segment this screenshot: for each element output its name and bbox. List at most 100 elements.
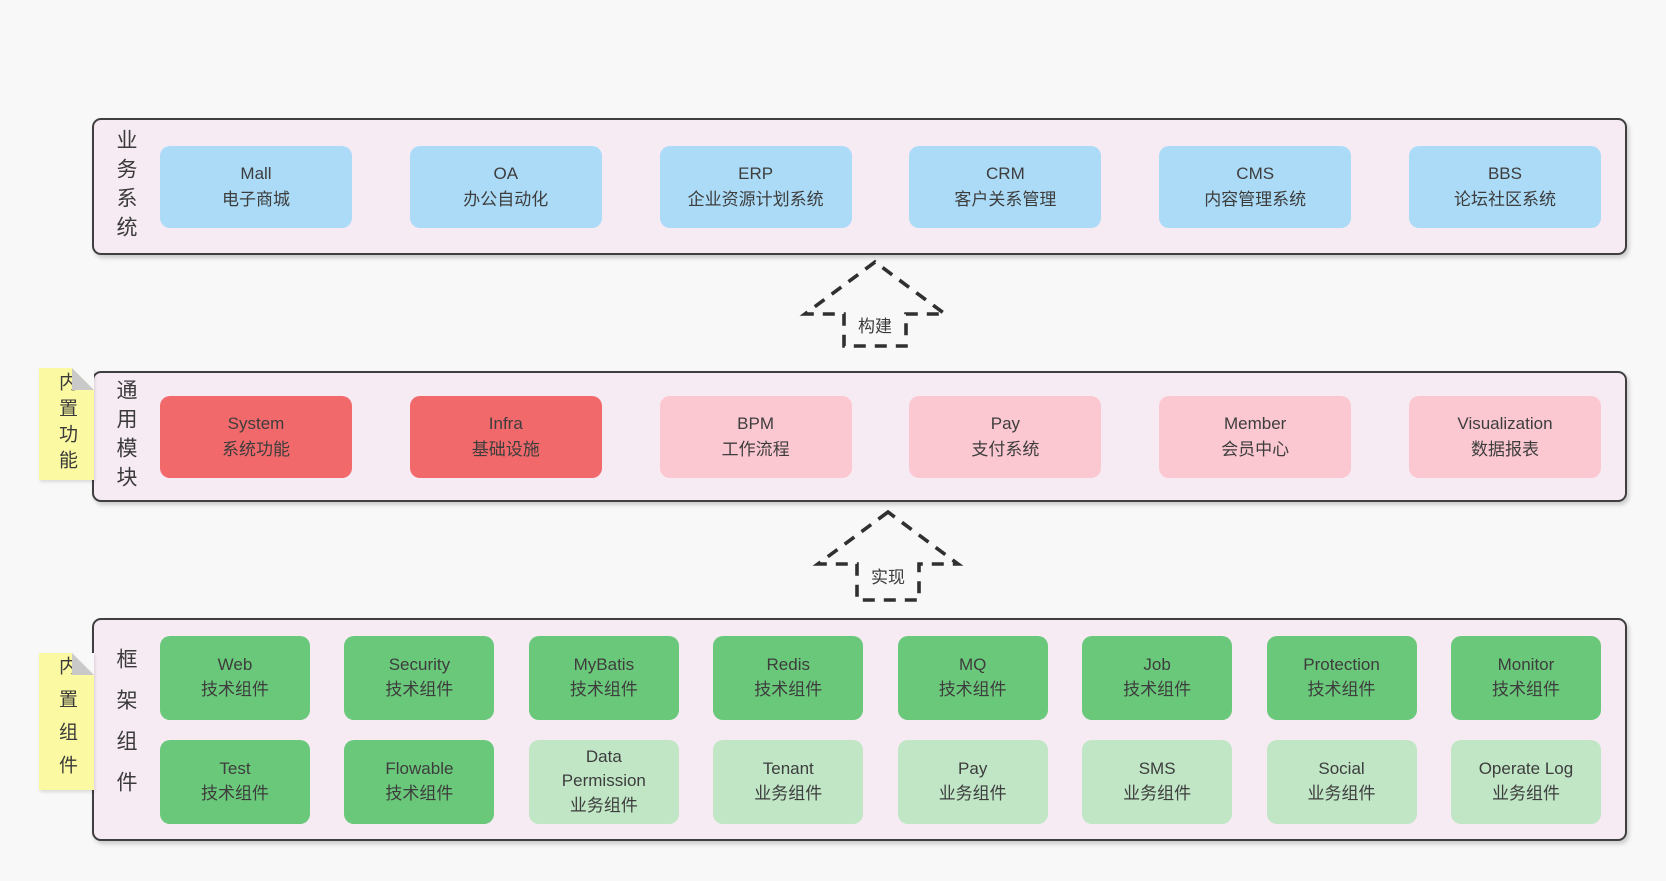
node-erp: ERP 企业资源计划系统 [659, 145, 852, 228]
node-en: MyBatis [573, 654, 635, 674]
node-en: Mall [240, 164, 272, 183]
node-zh: 客户关系管理 [954, 189, 1057, 209]
node-en: BBS [1487, 164, 1522, 183]
common-modules-container: 通用模块 System 系统功能 Infra 基础设施 BPM 工作流程 Pay… [92, 371, 1627, 502]
node-zh: 业务组件 [1491, 783, 1560, 803]
node-zh: 电子商城 [222, 189, 290, 209]
node-zh: 技术组件 [1123, 679, 1192, 699]
node-zh: 技术组件 [1491, 679, 1560, 699]
business-layer-title: 业务系统 [114, 128, 137, 245]
node-mybatis: MyBatis 技术组件 [528, 635, 679, 720]
node-en: Security [388, 654, 451, 674]
node-mall: Mall 电子商城 [160, 145, 352, 228]
node-en: ERP [738, 164, 774, 183]
node-mq: MQ 技术组件 [897, 635, 1048, 720]
build-arrow-label: 构建 [858, 317, 892, 336]
node-en: Member [1224, 414, 1287, 433]
sticky-note-builtin-components: 内置组件 [39, 653, 94, 790]
node-zh: 内容管理系统 [1204, 189, 1307, 209]
business-boxes-row: Mall 电子商城 OA 办公自动化 ERP 企业资源计划系统 CRM 客户关系… [140, 120, 1625, 253]
up-arrow-icon [812, 509, 964, 602]
module-boxes-row: System 系统功能 Infra 基础设施 BPM 工作流程 Pay 支付系统… [140, 373, 1625, 500]
node-zh: 技术组件 [1307, 679, 1376, 699]
node-en: Infra [488, 414, 523, 433]
node-zh: 技术组件 [201, 783, 269, 803]
sticky-note-label: 内置组件 [56, 655, 77, 788]
node-en: Redis [766, 654, 810, 674]
node-zh: 企业资源计划系统 [687, 189, 824, 209]
node-zh: 技术组件 [385, 679, 454, 699]
framework-components-container: 框架组件 Web 技术组件 Security 技术组件 MyBatis 技术组件… [92, 618, 1627, 841]
node-security: Security 技术组件 [344, 635, 495, 720]
node-tenant: Tenant 业务组件 [713, 739, 864, 824]
node-en: Test [219, 758, 251, 778]
node-zh: 技术组件 [938, 679, 1007, 699]
node-zh: 支付系统 [971, 439, 1040, 459]
node-en: Protection [1303, 654, 1380, 674]
node-zh: 数据报表 [1470, 439, 1539, 459]
node-zh: 业务组件 [569, 795, 638, 815]
node-crm: CRM 客户关系管理 [909, 145, 1102, 228]
node-zh: 技术组件 [201, 679, 269, 699]
node-social: Social 业务组件 [1266, 739, 1417, 824]
component-row-2: Test 技术组件 Flowable 技术组件 Data Permission … [160, 739, 1601, 824]
node-zh: 业务组件 [1307, 783, 1376, 803]
sticky-note-builtin-functions: 内置功能 [39, 368, 94, 480]
node-zh: 办公自动化 [463, 189, 549, 209]
node-zh: 工作流程 [721, 439, 790, 459]
node-zh: 系统功能 [222, 439, 290, 459]
node-pay-component: Pay 业务组件 [897, 739, 1048, 824]
node-zh: 基础设施 [471, 439, 540, 459]
node-web: Web 技术组件 [160, 635, 310, 720]
node-en: CMS [1236, 164, 1275, 183]
node-flowable: Flowable 技术组件 [344, 739, 495, 824]
node-sms: SMS 业务组件 [1082, 739, 1233, 824]
node-en: Tenant [762, 758, 814, 778]
node-protection: Protection 技术组件 [1266, 635, 1417, 720]
node-en: OA [493, 164, 519, 183]
node-en: Monitor [1497, 654, 1555, 674]
node-zh: 技术组件 [754, 679, 823, 699]
node-infra: Infra 基础设施 [409, 395, 602, 478]
node-en: MQ [958, 654, 987, 674]
node-system: System 系统功能 [160, 395, 352, 478]
node-en: Social [1318, 758, 1365, 778]
node-bpm: BPM 工作流程 [659, 395, 852, 478]
business-systems-container: 业务系统 Mall 电子商城 OA 办公自动化 ERP 企业资源计划系统 CRM… [92, 118, 1627, 255]
up-arrow-icon [799, 259, 951, 348]
node-member: Member 会员中心 [1159, 395, 1352, 478]
component-layer-title: 框架组件 [114, 647, 137, 812]
component-rows: Web 技术组件 Security 技术组件 MyBatis 技术组件 Redi… [140, 620, 1625, 839]
node-pay-system: Pay 支付系统 [909, 395, 1102, 478]
node-en: Operate Log [1478, 758, 1574, 778]
node-oa: OA 办公自动化 [409, 145, 602, 228]
node-en: Pay [990, 414, 1021, 433]
node-redis: Redis 技术组件 [713, 635, 864, 720]
implement-arrow-label: 实现 [871, 568, 905, 587]
node-en: Pay [958, 758, 988, 778]
node-zh: 论坛社区系统 [1453, 189, 1556, 209]
build-arrow: 构建 [799, 259, 951, 348]
node-test: Test 技术组件 [160, 739, 310, 824]
node-operate-log: Operate Log 业务组件 [1450, 739, 1601, 824]
node-monitor: Monitor 技术组件 [1450, 635, 1601, 720]
node-en: Flowable [385, 758, 454, 778]
node-en: BPM [737, 414, 775, 433]
node-cms: CMS 内容管理系统 [1159, 145, 1352, 228]
node-en: Web [217, 654, 253, 674]
node-zh: 业务组件 [754, 783, 823, 803]
node-job: Job 技术组件 [1082, 635, 1233, 720]
node-zh: 技术组件 [385, 783, 454, 803]
node-en: Job [1143, 654, 1171, 674]
sticky-note-label: 内置功能 [56, 372, 77, 476]
node-en: System [227, 414, 285, 433]
node-visualization: Visualization 数据报表 [1408, 395, 1601, 478]
module-layer-title: 通用模块 [114, 378, 137, 495]
node-bbs: BBS 论坛社区系统 [1408, 145, 1601, 228]
node-en: Visualization [1457, 414, 1553, 433]
node-en: Data Permission [561, 746, 646, 791]
node-zh: 业务组件 [938, 783, 1007, 803]
component-row-1: Web 技术组件 Security 技术组件 MyBatis 技术组件 Redi… [160, 635, 1601, 720]
node-zh: 业务组件 [1123, 783, 1192, 803]
node-data-permission: Data Permission 业务组件 [528, 739, 679, 824]
